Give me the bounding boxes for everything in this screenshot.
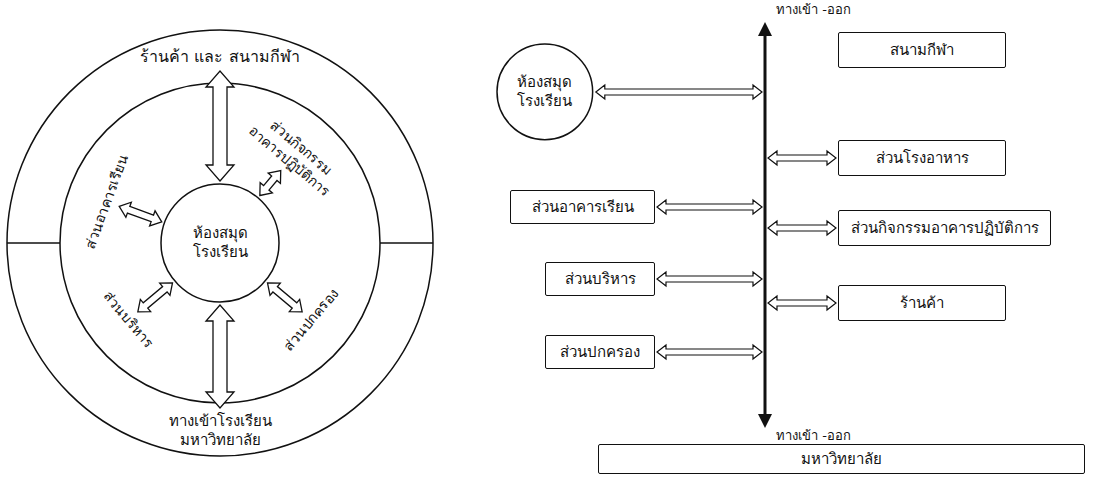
access-arrow	[657, 272, 762, 286]
area-box: ส่วนกิจกรรมอาคารปฏิบัติการ	[838, 210, 1051, 246]
circle-outline	[497, 44, 593, 140]
double-arrow	[260, 171, 281, 196]
area-box: ส่วนบริหาร	[545, 262, 655, 296]
entrance-label: ทางเข้า -ออก	[774, 2, 853, 18]
node-text: สนามกีฬา	[890, 41, 954, 60]
area-box: ส่วนปกครอง	[545, 335, 655, 369]
library-circle: ห้องสมุด โรงเรียน	[160, 183, 280, 303]
node-text: ร้านค้า	[900, 294, 944, 313]
access-arrow	[768, 296, 836, 310]
access-arrow	[596, 85, 762, 99]
zone-label: ร้านค้า และ สนามกีฬา	[140, 47, 301, 67]
node-text: ส่วนกิจกรรมอาคารปฏิบัติการ	[851, 219, 1039, 238]
outer-circle	[7, 30, 433, 456]
zone-label: ทางเข้าโรงเรียน มหาวิทยาลัย	[159, 412, 282, 450]
divider-line	[380, 242, 433, 244]
node-text: ส่วนบริหาร	[565, 270, 636, 289]
university-box: มหาวิทยาลัย	[598, 444, 1085, 474]
area-box: ร้านค้า	[838, 285, 1006, 321]
area-box: สนามกีฬา	[838, 32, 1006, 68]
node-text: ส่วนโรงอาหาร	[876, 149, 969, 168]
node-text: ส่วนปกครอง	[560, 343, 640, 362]
divider-line	[7, 242, 60, 244]
double-arrow	[206, 305, 234, 408]
double-arrow	[138, 283, 173, 312]
area-box: ส่วนโรงอาหาร	[838, 140, 1006, 176]
access-spine	[764, 32, 767, 418]
entrance-label: ทางเข้า -ออก	[774, 428, 853, 444]
access-arrow	[657, 345, 762, 359]
access-arrow	[768, 151, 836, 165]
spine-arrowhead	[758, 414, 772, 428]
node-text: ร้านค้า และ สนามกีฬา	[140, 47, 301, 67]
node-text: ห้องสมุด โรงเรียน	[182, 224, 259, 262]
node-text: ทางเข้าโรงเรียน มหาวิทยาลัย	[159, 412, 282, 450]
library-circle: ห้องสมุด โรงเรียน	[496, 43, 594, 141]
double-arrow	[206, 71, 234, 181]
node-text: ห้องสมุด โรงเรียน	[506, 73, 583, 111]
node-text: ส่วนอาคารเรียน	[532, 198, 634, 217]
area-box: ส่วนอาคารเรียน	[510, 190, 655, 224]
access-arrow	[657, 200, 762, 214]
double-arrow	[267, 283, 302, 312]
circle-outline	[161, 184, 279, 302]
spine-arrowhead	[758, 22, 772, 36]
double-arrow	[119, 202, 162, 226]
node-text: มหาวิทยาลัย	[801, 450, 882, 469]
access-arrow	[768, 221, 836, 235]
